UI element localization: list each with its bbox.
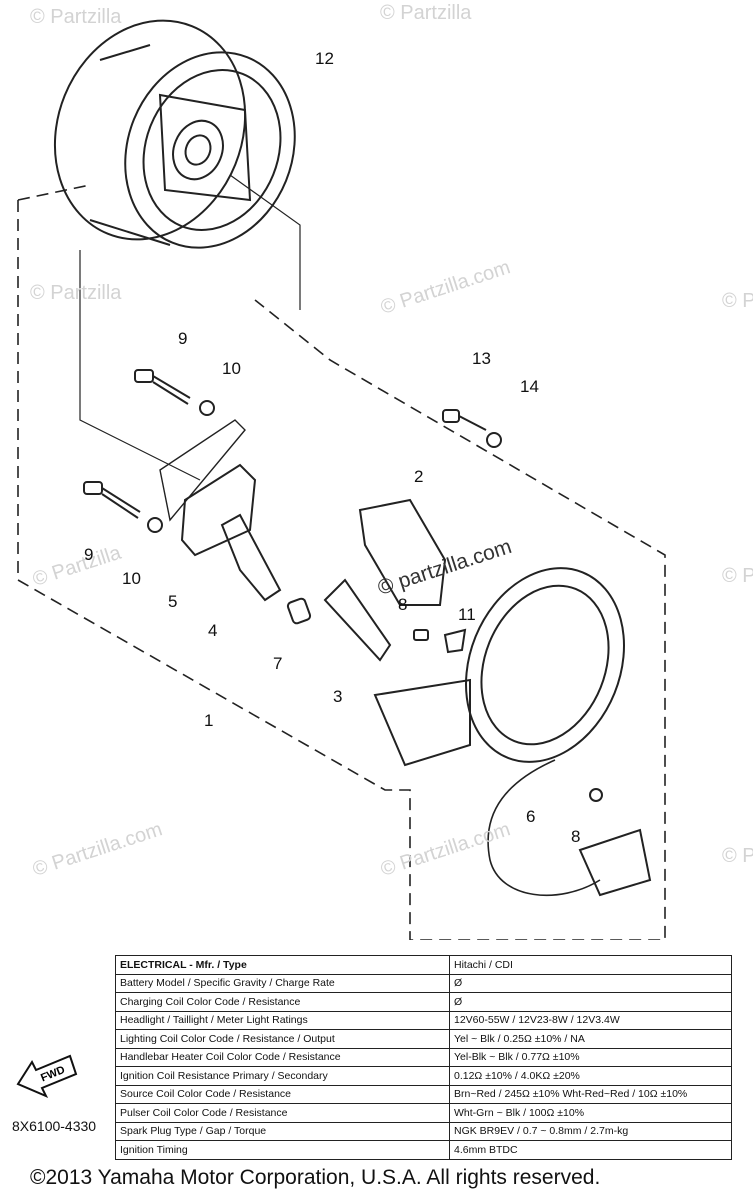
callout-10b: 10 — [122, 569, 141, 588]
callout-9b: 9 — [84, 545, 94, 564]
spec-value: 4.6mm BTDC — [449, 1140, 732, 1160]
part-number: 8X6100-4330 — [12, 1118, 97, 1134]
spec-row: Handlebar Heater Coil Color Code / Resis… — [115, 1047, 732, 1067]
callout-8b: 8 — [571, 827, 581, 846]
spec-value: 0.12Ω ±10% / 4.0KΩ ±20% — [449, 1066, 732, 1086]
callout-2: 2 — [414, 467, 424, 486]
spec-row: Headlight / Taillight / Meter Light Rati… — [115, 1010, 732, 1030]
callout-3: 3 — [333, 687, 343, 706]
callout-7: 7 — [273, 654, 283, 673]
flywheel-rotor — [53, 19, 296, 249]
spec-key: Source Coil Color Code / Resistance — [115, 1084, 450, 1104]
callout-4: 4 — [208, 621, 218, 640]
watermark: © Partzilla — [380, 2, 472, 24]
spec-key: Spark Plug Type / Gap / Torque — [115, 1121, 450, 1141]
spec-key: Battery Model / Specific Gravity / Charg… — [115, 973, 450, 993]
spec-key: Handlebar Heater Coil Color Code / Resis… — [115, 1047, 450, 1067]
spec-value: NGK BR9EV / 0.7 ~ 0.8mm / 2.7m-kg — [449, 1121, 732, 1141]
watermark: © Partzilla — [30, 6, 122, 28]
spec-key: Pulser Coil Color Code / Resistance — [115, 1103, 450, 1123]
spec-key: ELECTRICAL - Mfr. / Type — [115, 955, 450, 975]
spec-row: Lighting Coil Color Code / Resistance / … — [115, 1029, 732, 1049]
spec-key: Headlight / Taillight / Meter Light Rati… — [115, 1010, 450, 1030]
spec-value: Yel-Blk ~ Blk / 0.77Ω ±10% — [449, 1047, 732, 1067]
spec-key: Ignition Timing — [115, 1140, 450, 1160]
watermark: © Partzilla — [722, 290, 753, 312]
spec-value: Yel ~ Blk / 0.25Ω ±10% / NA — [449, 1029, 732, 1049]
fwd-arrow-icon: FWD — [16, 1054, 78, 1098]
spec-key: Lighting Coil Color Code / Resistance / … — [115, 1029, 450, 1049]
callout-12: 12 — [315, 49, 334, 68]
spec-row: Battery Model / Specific Gravity / Charg… — [115, 973, 732, 993]
callout-10: 10 — [222, 359, 241, 378]
callout-5: 5 — [168, 592, 178, 611]
callout-6: 6 — [526, 807, 536, 826]
watermark: © Partzilla — [30, 282, 122, 304]
callout-9: 9 — [178, 329, 188, 348]
bolt-lower — [83, 481, 141, 519]
spec-value: 12V60-55W / 12V23-8W / 12V3.4W — [449, 1010, 732, 1030]
spec-value: Brn~Red / 245Ω ±10% Wht-Red~Red / 10Ω ±1… — [449, 1084, 732, 1104]
callout-11: 11 — [458, 605, 476, 624]
spec-key: Ignition Coil Resistance Primary / Secon… — [115, 1066, 450, 1086]
spec-key: Charging Coil Color Code / Resistance — [115, 992, 450, 1012]
callout-1: 1 — [204, 711, 214, 730]
bolt-upper — [134, 369, 191, 405]
spec-value: Wht-Grn ~ Blk / 100Ω ±10% — [449, 1103, 732, 1123]
copyright-notice: ©2013 Yamaha Motor Corporation, U.S.A. A… — [30, 1166, 601, 1189]
callout-14: 14 — [520, 377, 539, 396]
callout-8: 8 — [398, 595, 408, 614]
spec-row: Ignition Coil Resistance Primary / Secon… — [115, 1066, 732, 1086]
watermark: © Partzilla — [722, 845, 753, 867]
spec-value: Ø — [449, 992, 732, 1012]
spec-value: Ø — [449, 973, 732, 993]
watermark: © Partzilla — [722, 565, 753, 587]
callout-13: 13 — [472, 349, 491, 368]
spec-value: Hitachi / CDI — [449, 955, 732, 975]
parts-diagram — [17, 19, 666, 940]
